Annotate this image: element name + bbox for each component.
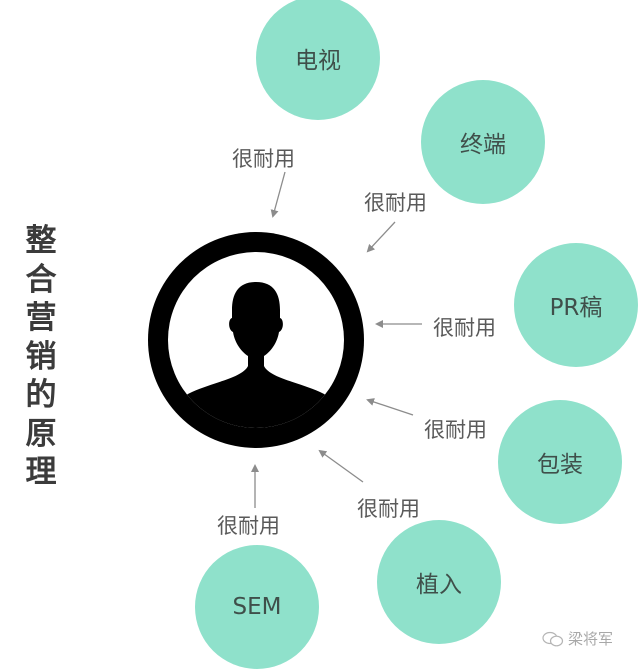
- person-avatar-icon: [148, 232, 364, 448]
- channel-label: 植入: [416, 572, 462, 598]
- channel-label: 电视: [295, 48, 341, 74]
- wechat-icon: [542, 631, 564, 646]
- channel-label: PR稿: [549, 295, 603, 321]
- channel-bubble-placement: 植入: [377, 520, 501, 644]
- arrow-placement: [318, 449, 364, 483]
- channel-bubble-tv: 电视: [256, 0, 380, 120]
- channel-label: 包装: [537, 452, 583, 478]
- arrow-label-placement: 很耐用: [357, 497, 420, 521]
- arrow-label-sem: 很耐用: [217, 514, 280, 538]
- arrow-terminal: [366, 221, 396, 253]
- watermark: 梁将军: [542, 628, 613, 649]
- channel-bubble-pr: PR稿: [514, 243, 638, 367]
- arrow-label-packaging: 很耐用: [424, 418, 487, 442]
- arrow-tv: [270, 171, 286, 218]
- arrow-label-pr: 很耐用: [433, 316, 496, 340]
- channel-bubble-sem: SEM: [195, 545, 319, 669]
- watermark-text: 梁将军: [568, 630, 614, 648]
- channel-label: 终端: [460, 132, 506, 158]
- arrow-packaging: [366, 398, 414, 416]
- channel-label: SEM: [232, 594, 282, 620]
- arrow-label-tv: 很耐用: [232, 147, 295, 171]
- diagram-title: 整合营销的原理: [25, 223, 57, 490]
- channel-bubble-terminal: 终端: [421, 80, 545, 204]
- arrow-label-terminal: 很耐用: [364, 191, 427, 215]
- channel-bubble-packaging: 包装: [498, 400, 622, 524]
